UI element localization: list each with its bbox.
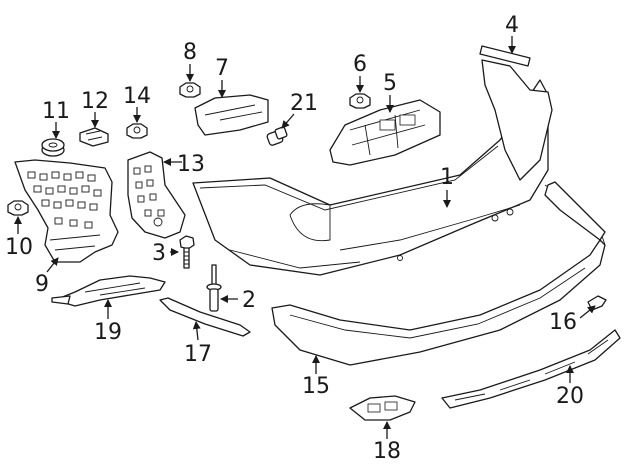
callout-12: 12 — [81, 89, 109, 114]
corner-bracket-9-part — [14, 159, 119, 263]
callout-labels: 1 2 3 4 5 6 7 8 9 10 11 12 13 14 15 16 1… — [5, 13, 584, 464]
lower-valance-15-part — [271, 181, 606, 366]
reflector-18-part — [349, 395, 416, 421]
callout-16: 16 — [549, 310, 577, 335]
callout-3: 3 — [152, 241, 166, 266]
callout-17: 17 — [184, 342, 212, 367]
callout-15: 15 — [302, 374, 330, 399]
callout-18: 18 — [373, 439, 401, 464]
side-bracket-7-part — [194, 94, 269, 136]
plug-21-part — [266, 126, 288, 146]
callout-5: 5 — [383, 71, 397, 96]
callout-14: 14 — [123, 84, 151, 109]
nut-6-part — [349, 93, 371, 109]
nut-14-part — [126, 123, 148, 139]
clip-12-part — [79, 127, 109, 147]
leader-lines — [14, 36, 596, 439]
push-pin-2-part — [206, 264, 222, 312]
callout-4: 4 — [505, 13, 519, 38]
clip-16-part — [587, 295, 607, 311]
bumper-cover-part — [192, 79, 549, 276]
bracket-19-part — [51, 275, 166, 307]
upper-trim-strip-part — [479, 45, 553, 181]
nut-8-part — [179, 82, 201, 98]
nut-10-part — [7, 200, 29, 216]
callout-11: 11 — [42, 99, 70, 124]
grommet-11-part — [41, 138, 65, 157]
callout-2: 2 — [242, 288, 256, 313]
callout-7: 7 — [215, 56, 229, 81]
bolt-3-part — [179, 235, 195, 269]
callout-9: 9 — [35, 272, 49, 297]
callout-19: 19 — [94, 320, 122, 345]
lower-trim-20-part — [441, 329, 621, 409]
callout-20: 20 — [556, 384, 584, 409]
side-bracket-13-part — [127, 151, 186, 239]
callout-21: 21 — [290, 91, 318, 116]
molding-17-part — [159, 297, 251, 337]
callout-1: 1 — [440, 165, 454, 190]
callout-6: 6 — [353, 52, 367, 77]
callout-8: 8 — [183, 40, 197, 65]
callout-13: 13 — [177, 152, 205, 177]
center-bracket-part — [329, 99, 441, 166]
callout-10: 10 — [5, 235, 33, 260]
